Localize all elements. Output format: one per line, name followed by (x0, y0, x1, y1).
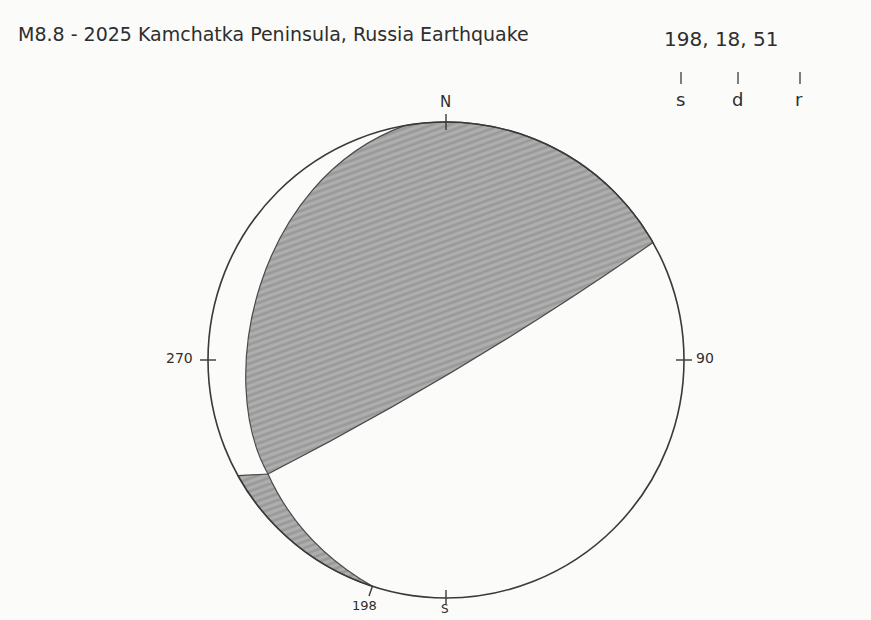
parameter-values: 198, 18, 51 (664, 28, 779, 50)
compression-sliver (238, 474, 373, 586)
rake-letter: r (795, 90, 802, 110)
north-label: N (440, 94, 451, 111)
leader-tick (680, 72, 681, 84)
leader-tick (799, 72, 800, 84)
leader-tick (737, 72, 738, 84)
azimuth-label: 90 (696, 351, 714, 366)
tick-mark (200, 359, 216, 360)
stereonet-circle (208, 122, 684, 598)
azimuth-label: 270 (166, 351, 193, 366)
tick-mark (445, 114, 446, 130)
tick-mark (676, 359, 692, 360)
dip-letter: d (732, 90, 743, 110)
south-label: S (441, 603, 449, 616)
title: M8.8 - 2025 Kamchatka Peninsula, Russia … (18, 24, 529, 45)
tick-mark (445, 590, 446, 604)
strike-letter: s (676, 90, 685, 110)
compression-quadrant (246, 122, 653, 474)
tick-mark (369, 586, 373, 596)
strike-label: 198 (352, 599, 377, 613)
